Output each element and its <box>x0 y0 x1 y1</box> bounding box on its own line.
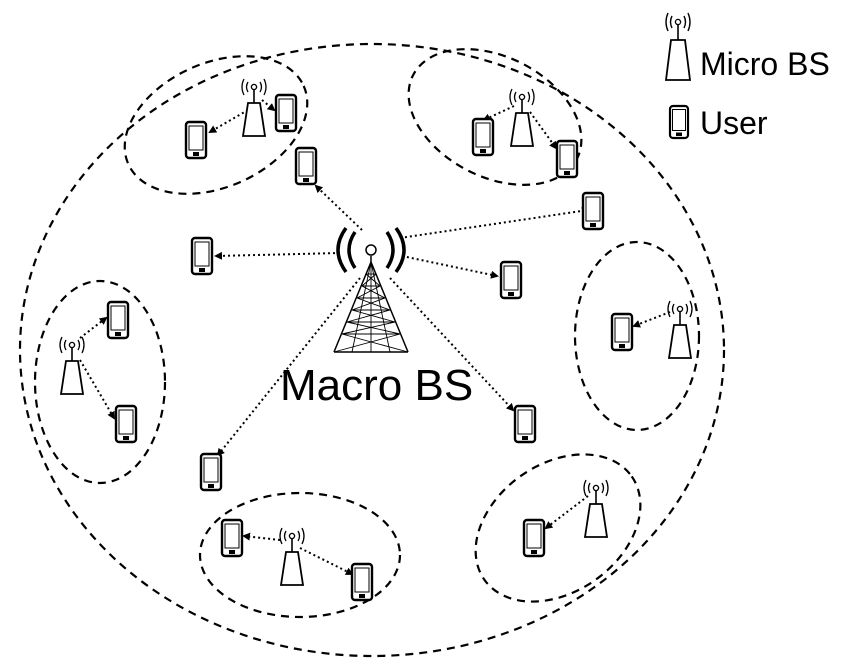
micro-bs-top-left <box>241 78 267 137</box>
macro-link-6 <box>389 277 515 412</box>
nodes-layer <box>59 78 693 602</box>
macro-link-2 <box>399 206 590 239</box>
micro-cell-boundary-left <box>33 279 167 485</box>
user-macro-5 <box>199 452 223 492</box>
user-bottom-right-1 <box>522 518 546 558</box>
micro-bs-left <box>59 336 85 395</box>
macro-link-3 <box>214 251 341 260</box>
macro-link-1 <box>314 184 363 231</box>
micro-cell-boundary-bottom-right <box>474 453 642 603</box>
legend-user-label: User <box>700 105 768 141</box>
user-bottom-1 <box>220 518 244 558</box>
micro-cell-boundary-top-left <box>123 55 309 195</box>
macro-link-4 <box>401 255 499 279</box>
user-macro-6 <box>513 404 537 444</box>
macro-bs-label: Macro BS <box>280 361 474 410</box>
user-macro-4 <box>499 260 523 300</box>
user-top-right-1 <box>471 117 495 157</box>
user-macro-1 <box>294 146 318 186</box>
micro-cell-boundary-top-right <box>407 48 583 186</box>
macro-bs-tower-icon <box>333 226 409 353</box>
micro-link-bottom-2 <box>299 547 354 575</box>
user-right-1 <box>610 312 634 352</box>
user-top-left-1 <box>184 120 208 160</box>
micro-link-left-2 <box>79 359 116 420</box>
micro-link-top-left-1 <box>208 109 249 134</box>
user-left-1 <box>106 300 130 340</box>
micro-link-right-1 <box>632 311 671 328</box>
user-macro-3 <box>190 236 214 276</box>
legend-micro-bs-icon <box>664 12 692 81</box>
micro-bs-bottom <box>279 527 305 586</box>
micro-link-top-right-2 <box>529 111 558 150</box>
legend-micro-bs-label: Micro BS <box>700 46 830 82</box>
macro-cell-boundary <box>18 42 726 658</box>
micro-link-top-left-2 <box>261 99 276 112</box>
user-bottom-2 <box>350 562 374 602</box>
user-top-left-2 <box>274 93 298 133</box>
user-top-right-2 <box>555 139 579 179</box>
micro-link-left-1 <box>79 316 108 339</box>
micro-bs-right <box>667 300 693 359</box>
micro-link-bottom-right-1 <box>544 495 589 530</box>
user-left-2 <box>114 404 138 444</box>
micro-cell-boundary-bottom <box>198 491 402 619</box>
legend-user-icon <box>668 104 690 140</box>
user-macro-2 <box>581 191 605 231</box>
micro-cell-boundary-right <box>573 240 701 432</box>
micro-link-top-right-1 <box>482 105 515 122</box>
micro-link-bottom-1 <box>242 532 281 541</box>
links-layer <box>79 99 671 575</box>
micro-bs-top-right <box>509 88 535 147</box>
micro-bs-bottom-right <box>583 479 609 538</box>
